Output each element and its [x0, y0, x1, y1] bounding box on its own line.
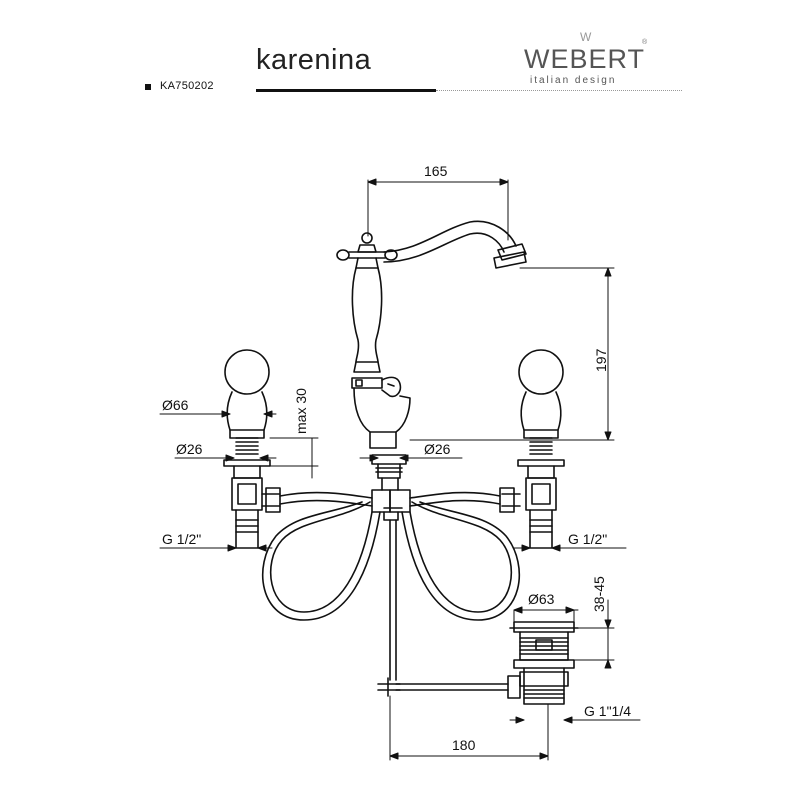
dim-left-connection: G 1/2" [162, 531, 201, 547]
popup-waste [377, 621, 579, 705]
header-thick-rule [256, 89, 436, 92]
flexible-hoses [261, 487, 521, 621]
header-dotted-rule [436, 90, 682, 91]
code-bullet [145, 84, 151, 90]
brand-name: WEBERT [524, 44, 646, 74]
spout [336, 220, 527, 681]
dim-handle-base-diameter: Ø26 [176, 441, 203, 457]
dim-drain-height-range: 38-45 [591, 576, 607, 612]
dim-spout-base-diameter: Ø26 [424, 441, 451, 457]
brand-mark: W [580, 30, 592, 44]
dim-right-connection: G 1/2" [568, 531, 607, 547]
dimension-labels: 165 197 Ø66 Ø26 max 30 Ø26 G 1/2" G 1/2"… [162, 163, 631, 753]
dim-max-thickness: max 30 [293, 388, 309, 434]
dimension-lines [159, 178, 641, 761]
brand-tagline: italian design [530, 75, 617, 86]
dim-spout-reach: 165 [424, 163, 448, 179]
right-handle-valve [517, 349, 565, 549]
product-name: karenina [256, 44, 372, 76]
registered-mark: ® [642, 39, 648, 46]
dim-rod-distance: 180 [452, 737, 476, 753]
dim-drain-diameter: Ø63 [528, 591, 555, 607]
dim-spout-height: 197 [593, 348, 609, 372]
dim-drain-thread: G 1"1/4 [584, 703, 631, 719]
product-code: KA750202 [160, 80, 214, 92]
left-handle-valve [223, 349, 271, 549]
brand-logo: W ® WEBERT italian design [524, 30, 654, 90]
dim-handle-diameter: Ø66 [162, 397, 189, 413]
